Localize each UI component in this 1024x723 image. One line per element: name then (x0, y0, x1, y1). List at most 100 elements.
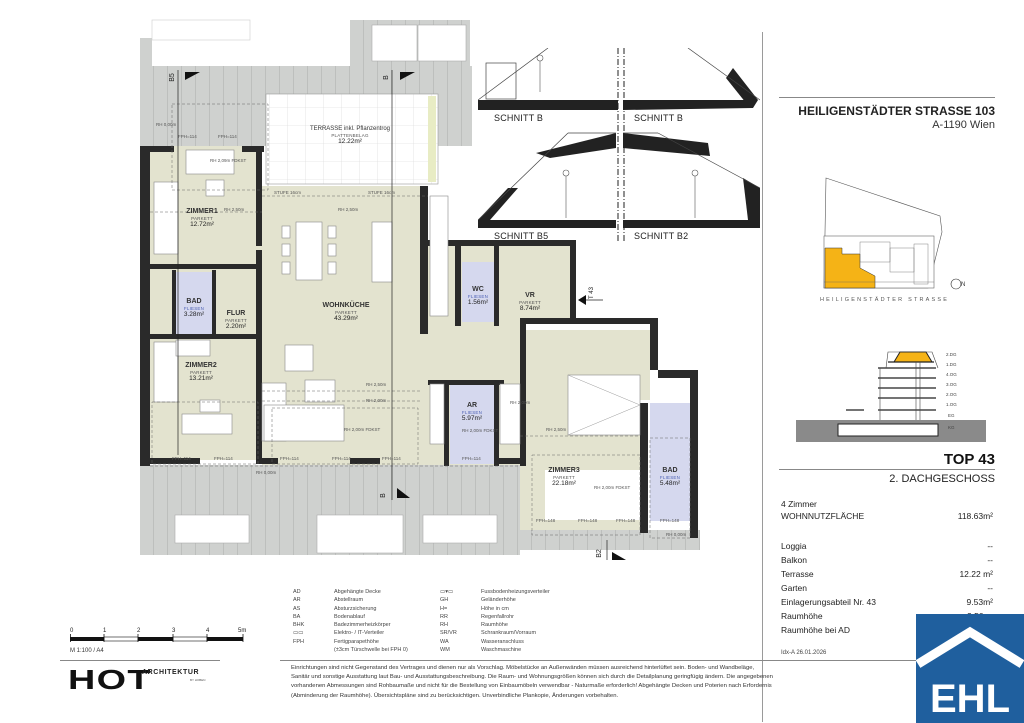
house-roof-icon: EHL (915, 626, 1024, 721)
legend-text: Regenfallrohr (481, 613, 515, 620)
room-name: ZIMMER3 (548, 467, 580, 474)
legend-text: Bodenablauf (334, 613, 365, 620)
floor-label: 2.OG (946, 392, 957, 397)
annotation-fph: FPH=114 (332, 456, 351, 461)
disclaimer: Einrichtungen sind nicht Gegenstand des … (291, 664, 916, 701)
electrical-panel-icon: ▭▭ (293, 630, 304, 637)
floor-plan: TERRASSE inkl. Pflanzentrog PLATTENBELAG… (140, 19, 760, 560)
ehl-logo-text: EHL (930, 677, 1010, 721)
legend-code: AS (293, 605, 301, 612)
room-vr: VR PARKETT 8.74m² (510, 292, 550, 313)
divider (60, 660, 220, 661)
room-ar: AR FLIESEN 5.97m² (452, 402, 492, 423)
section-label: SCHNITT B5 (494, 231, 549, 241)
room-floor: PARKETT (335, 310, 357, 316)
annotation-rh: RH 2,00m FDKST (594, 485, 631, 490)
annotation-stufe: STUFE 16cm (368, 190, 396, 195)
annotation-rh: RH 2,50m (366, 382, 387, 387)
room-wohnkueche: WOHNKÜCHE PARKETT 43.29m² (316, 302, 376, 323)
legend-text: Abstellraum (334, 597, 364, 604)
annotation-rh0: RH 0,00m (156, 122, 177, 127)
floor-label: 1.DG (946, 362, 957, 367)
annotation-fph: FPH=114 (172, 456, 191, 461)
divider (280, 660, 916, 661)
legend-code: AR (293, 597, 301, 604)
detail-label: Raumhöhe (781, 611, 823, 621)
legend-text-right: Fussbodenheizungsverteiler Geländerhöhe … (481, 588, 641, 654)
legend-code: BHK (293, 622, 305, 629)
legend-text: Abgehängte Decke (334, 589, 381, 595)
disclaimer-line: (Abminderung der Raumhöhe). Übersichtspl… (291, 692, 619, 699)
annotation-rh: RH 2,50m (224, 207, 245, 212)
annotation-rh: RH 2,50m (546, 427, 567, 432)
section-marker-b: B (379, 493, 387, 498)
disclaimer-line: Einrichtungen sind nicht Gegenstand des … (291, 665, 755, 671)
legend-text: Wasseranschluss (481, 638, 524, 645)
legend-code: WA (440, 638, 449, 645)
divider (779, 469, 995, 470)
annotation-fph: FPH=114 (178, 134, 197, 139)
detail-value: -- (987, 541, 993, 551)
room-floor: PARKETT (553, 475, 575, 481)
annotation-rh: RH 2,00m (510, 400, 531, 405)
floor-label: KG (948, 425, 955, 430)
detail-label: Raumhöhe bei AD (781, 625, 850, 635)
legend-text: Waschmaschine (481, 647, 522, 654)
legend-text: (±3cm Türschwelle bei FPH 0) (334, 647, 408, 654)
room-area: 8.74m² (519, 305, 541, 313)
room-floor: PLATTENBELAG (331, 132, 369, 138)
room-name: FLUR (226, 310, 246, 317)
section-label: SCHNITT B (494, 113, 544, 123)
street-label: HEILIGENSTÄDTER STRASSE (820, 297, 950, 303)
annotation-fph: FPH=114 (218, 134, 237, 139)
annotation-rh: RH 2,09m FDKST (210, 158, 247, 163)
floor-plan-drawing (140, 19, 700, 560)
room-area: 22.18m² (552, 480, 576, 488)
room-name: BAD (662, 467, 678, 474)
room-area: 3.28m² (183, 311, 205, 319)
room-area: 1.56m² (467, 299, 489, 307)
living-area-row: WOHNNUTZFLÄCHE 118.63m² (781, 511, 993, 521)
scale-caption: M 1:100 / A4 (70, 648, 104, 654)
room-zimmer2: ZIMMER2 PARKETT 13.21m² (178, 362, 224, 383)
room-bad-2: BAD FLIESEN 5.48m² (650, 467, 690, 488)
room-name: BAD (186, 298, 202, 305)
legend-codes-left: AD AR AS BA BHK ▭▭ FPH (293, 588, 333, 646)
annotation-rh0: RH 0,00m (256, 470, 277, 475)
detail-value: 12.22 m² (959, 569, 993, 579)
section-marker-b: B (382, 75, 390, 80)
room-wc: WC FLIESEN 1.56m² (462, 286, 494, 307)
legend-code: GH (440, 597, 449, 604)
legend-text: Badezimmerheizkörper (334, 622, 391, 629)
room-floor: FLIESEN (467, 294, 489, 300)
legend-codes-right: ▭▾▭ GH H= RR RH SR/VR WA WM (440, 588, 480, 654)
floor-label: 1.OG (946, 402, 957, 407)
annotation-fph: FPH=148 (536, 518, 556, 523)
detail-label: Einlagerungsabteil Nr. 43 (781, 597, 876, 607)
rooms-count-row: 4 Zimmer (781, 499, 993, 509)
scale-tick: 3 (172, 628, 176, 634)
detail-value: 9.53m² (966, 597, 993, 607)
room-name: ZIMMER2 (185, 362, 217, 369)
project-address: HEILIGENSTÄDTER STRASSE 103 (798, 104, 995, 118)
detail-row: Terrasse 12.22 m² (781, 569, 993, 579)
detail-row: Loggia -- (781, 541, 993, 551)
legend-code: RH (440, 622, 448, 629)
legend-text: Fertigparapethöhe (334, 638, 379, 645)
scale-tick: 1 (103, 628, 107, 634)
annotation-fph: FPH=148 (660, 518, 680, 523)
legend-code: H= (440, 605, 448, 612)
floor-label: EG (948, 413, 955, 418)
scale-tick: 5m (238, 628, 247, 634)
project-city: A-1190 Wien (932, 119, 995, 131)
architect-logo: HOT (68, 664, 152, 695)
detail-label: Loggia (781, 541, 807, 551)
scale-tick: 0 (70, 628, 74, 634)
detail-row: Balkon -- (781, 555, 993, 565)
living-area-value: 118.63m² (957, 511, 993, 521)
room-name: ZIMMER1 (186, 208, 218, 215)
annotation-rh: RH 2,00m FDKST (344, 427, 381, 432)
floor-label: 3.OG (946, 382, 957, 387)
scale-bar (70, 634, 244, 642)
room-terrasse: TERRASSE inkl. Pflanzentrog PLATTENBELAG… (280, 126, 420, 146)
